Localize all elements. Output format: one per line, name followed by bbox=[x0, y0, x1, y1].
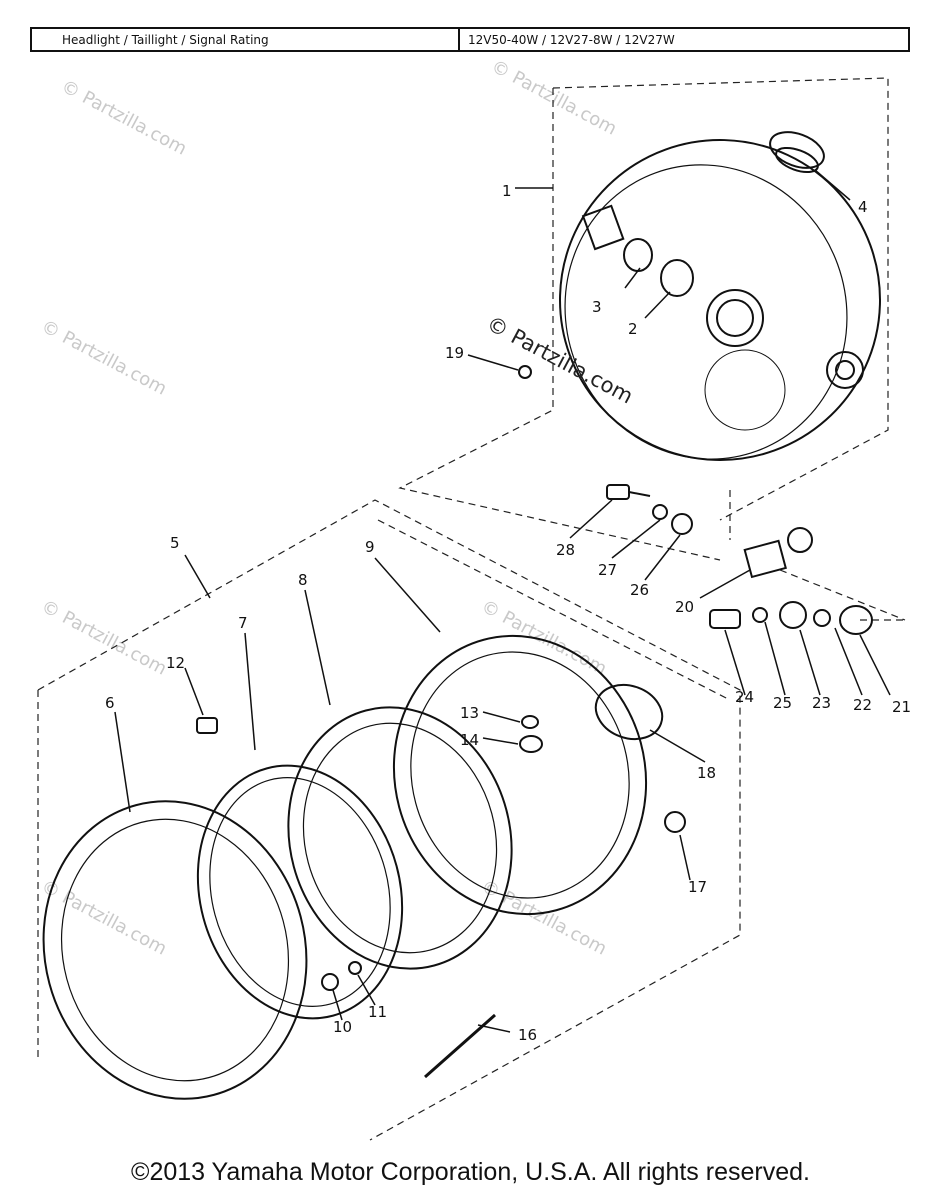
housing-frame-lower bbox=[398, 88, 721, 561]
headlight-unit-frame bbox=[37, 499, 741, 1141]
callout-3: 3 bbox=[592, 298, 602, 316]
watermark: © Partzilla.com bbox=[478, 876, 611, 960]
callout-4: 4 bbox=[858, 198, 868, 216]
callout-16: 16 bbox=[518, 1026, 537, 1044]
watermark: © Partzilla.com bbox=[38, 596, 171, 680]
watermark: © Partzilla.com bbox=[38, 316, 171, 400]
callout-12: 12 bbox=[166, 654, 185, 672]
watermark: © Partzilla.com bbox=[58, 76, 191, 160]
watermark-main: © Partzilla.com bbox=[483, 311, 637, 408]
callout-20: 20 bbox=[675, 598, 694, 616]
copyright-notice: ©2013 Yamaha Motor Corporation, U.S.A. A… bbox=[131, 1158, 810, 1186]
callout-9: 9 bbox=[365, 538, 375, 556]
callout-10: 10 bbox=[333, 1018, 352, 1036]
group-frames bbox=[37, 77, 906, 1141]
rating-value: 12V50-40W / 12V27-8W / 12V27W bbox=[468, 32, 675, 47]
callout-28: 28 bbox=[556, 541, 575, 559]
callout-22: 22 bbox=[853, 696, 872, 714]
headlight-assembly bbox=[42, 634, 648, 1100]
callout-24: 24 bbox=[735, 688, 754, 706]
fasteners bbox=[196, 365, 873, 1079]
callout-23: 23 bbox=[812, 694, 831, 712]
leader-lines bbox=[114, 169, 891, 1033]
callout-6: 6 bbox=[105, 694, 115, 712]
callout-18: 18 bbox=[697, 764, 716, 782]
callout-21: 21 bbox=[892, 698, 911, 716]
bolt-guide-line bbox=[779, 569, 906, 621]
callout-8: 8 bbox=[298, 571, 308, 589]
watermark: © Partzilla.com bbox=[38, 876, 171, 960]
callout-17: 17 bbox=[688, 878, 707, 896]
callout-27: 27 bbox=[598, 561, 617, 579]
callout-25: 25 bbox=[773, 694, 792, 712]
callout-7: 7 bbox=[238, 614, 248, 632]
housing-frame bbox=[552, 77, 889, 521]
callout-19: 19 bbox=[445, 344, 464, 362]
rim-guide-line bbox=[377, 519, 731, 701]
callout-2: 2 bbox=[628, 320, 638, 338]
callout-11: 11 bbox=[368, 1003, 387, 1021]
callout-26: 26 bbox=[630, 581, 649, 599]
watermark: © Partzilla.com bbox=[488, 56, 621, 140]
callout-labels: 1 2 3 4 5 6 7 8 9 10 11 12 13 14 16 17 1… bbox=[105, 182, 911, 1044]
headlight-housing bbox=[559, 139, 881, 461]
grommets bbox=[623, 131, 825, 297]
watermarks: © Partzilla.com © Partzilla.com © Partzi… bbox=[38, 56, 621, 960]
rating-table: Headlight / Taillight / Signal Rating 12… bbox=[30, 27, 910, 52]
callout-13: 13 bbox=[460, 704, 479, 722]
callout-5: 5 bbox=[170, 534, 180, 552]
callout-14: 14 bbox=[460, 731, 479, 749]
callout-1: 1 bbox=[502, 182, 512, 200]
rating-label: Headlight / Taillight / Signal Rating bbox=[32, 29, 460, 50]
